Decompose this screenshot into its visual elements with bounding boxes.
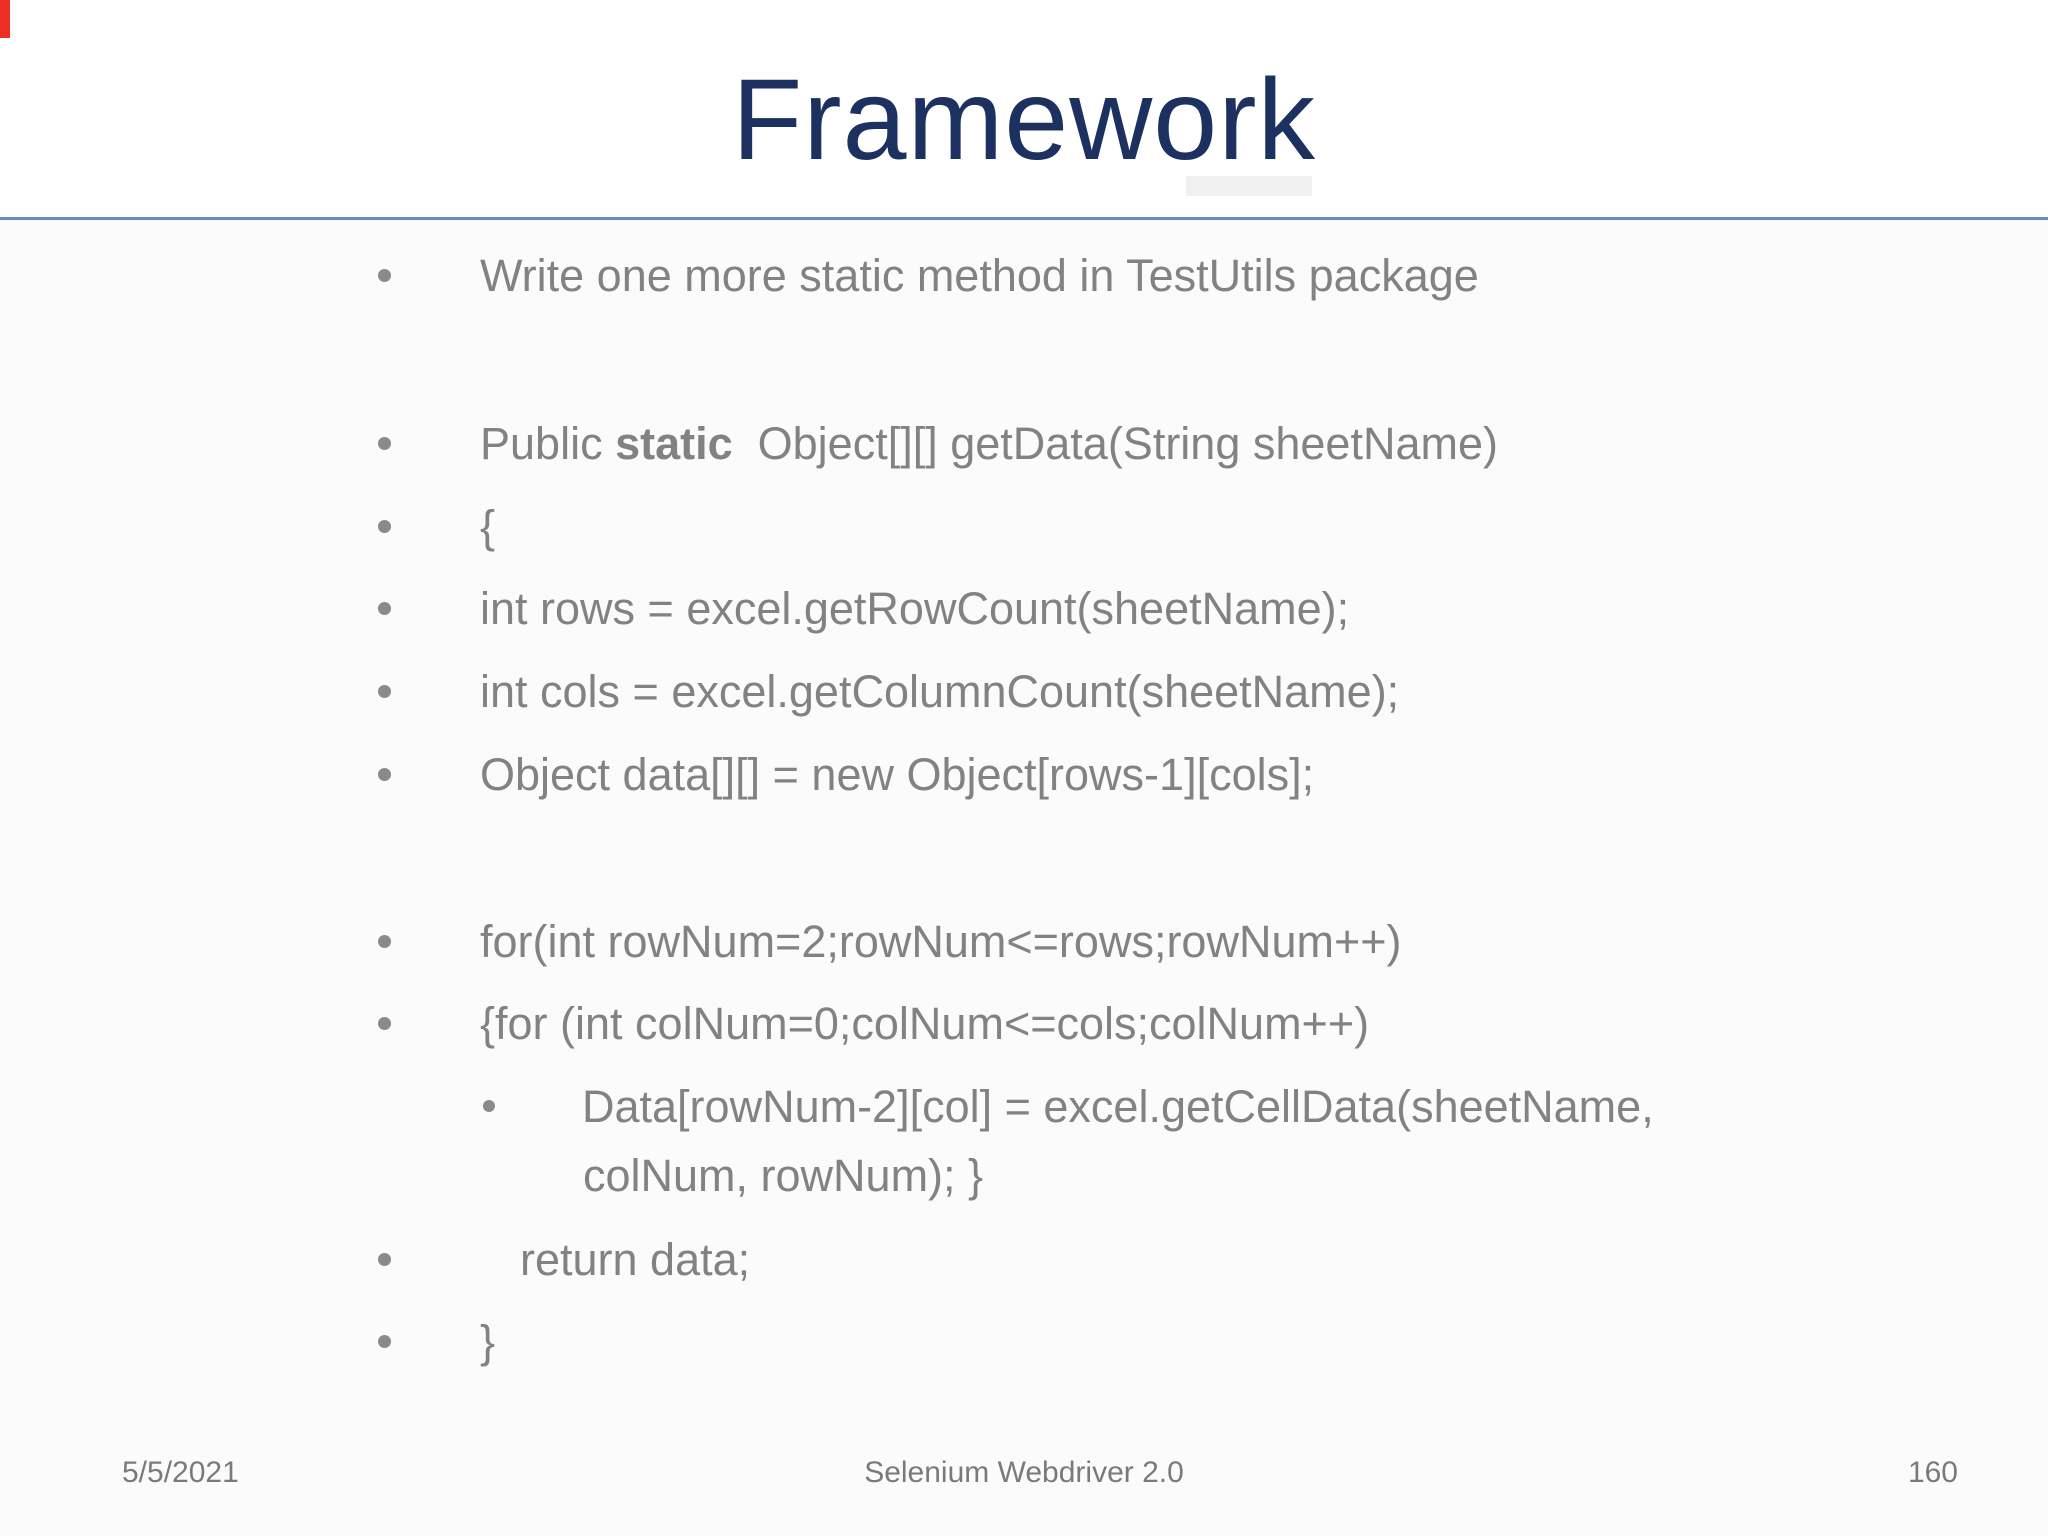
bullet-row: {for (int colNum=0;colNum<=cols;colNum++… — [378, 996, 1369, 1052]
bullet-icon — [378, 768, 391, 781]
recording-artifact-strip — [0, 0, 10, 38]
slide-body-background — [0, 220, 2048, 1536]
bullet-icon — [378, 1017, 391, 1030]
footer-page-number: 160 — [1907, 1456, 1958, 1489]
bullet-text: for(int rowNum=2;rowNum<=rows;rowNum++) — [480, 916, 1402, 967]
bullet-row: { — [378, 499, 495, 555]
sub-bullet-text: Data[rowNum-2][col] = excel.getCellData(… — [582, 1081, 1654, 1132]
bullet-row: return data; — [378, 1232, 750, 1288]
compression-artifact — [1186, 176, 1312, 196]
bullet-text: {for (int colNum=0;colNum<=cols;colNum++… — [480, 998, 1370, 1049]
footer-title: Selenium Webdriver 2.0 — [864, 1456, 1184, 1489]
bullet-icon — [378, 935, 391, 948]
footer-date: 5/5/2021 — [122, 1456, 239, 1489]
bullet-text: int cols = excel.getColumnCount(sheetNam… — [480, 666, 1400, 717]
bullet-text: Public static Object[][] getData(String … — [480, 416, 1498, 472]
code-keyword-static: static — [615, 418, 733, 469]
sub-bullet-text-wrap: colNum, rowNum); } — [583, 1150, 984, 1201]
bullet-row: for(int rowNum=2;rowNum<=rows;rowNum++) — [378, 914, 1402, 970]
bullet-row: int rows = excel.getRowCount(sheetName); — [378, 581, 1349, 637]
bullet-text: Write one more static method in TestUtil… — [480, 250, 1479, 301]
bullet-row: int cols = excel.getColumnCount(sheetNam… — [378, 664, 1399, 720]
bullet-icon — [378, 1253, 391, 1266]
bullet-text: int rows = excel.getRowCount(sheetName); — [480, 583, 1350, 634]
slide-title: Framework — [731, 56, 1317, 184]
code-pre: Public — [480, 418, 616, 469]
title-divider-line — [0, 217, 2048, 220]
code-post: Object[][] getData(String sheetName) — [732, 418, 1498, 469]
sub-bullet-row: Data[rowNum-2][col] = excel.getCellData(… — [483, 1079, 1654, 1135]
bullet-text: } — [480, 1316, 496, 1367]
bullet-text: { — [480, 501, 496, 552]
sub-bullet-icon — [483, 1100, 495, 1112]
bullet-icon — [378, 520, 391, 533]
bullet-icon — [378, 1335, 391, 1348]
bullet-icon — [378, 602, 391, 615]
bullet-row: Write one more static method in TestUtil… — [378, 248, 1479, 304]
bullet-icon — [378, 685, 391, 698]
bullet-row: Public static Object[][] getData(String … — [378, 416, 1498, 472]
bullet-icon — [378, 269, 391, 282]
bullet-icon — [378, 437, 391, 450]
bullet-row: } — [378, 1314, 495, 1370]
bullet-text: Object data[][] = new Object[rows-1][col… — [480, 749, 1315, 800]
bullet-text: return data; — [520, 1234, 751, 1285]
bullet-row: Object data[][] = new Object[rows-1][col… — [378, 747, 1314, 803]
